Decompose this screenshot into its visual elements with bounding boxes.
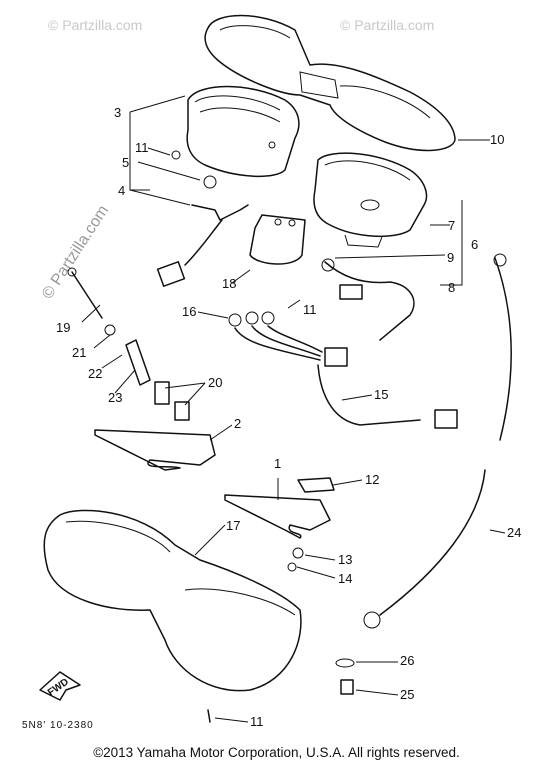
callout-15: 15 (374, 387, 388, 402)
bolt-part-25 (340, 679, 354, 695)
leader-lines (81, 95, 506, 723)
callout-21: 21 (72, 345, 86, 360)
watermark-top-left: © Partzilla.com (48, 17, 142, 33)
bracket-part-2 (94, 429, 216, 471)
callout-3: 3 (114, 105, 121, 120)
callout-7: 7 (448, 218, 455, 233)
callout-11-top: 11 (135, 140, 149, 155)
callout-13: 13 (338, 552, 352, 567)
forward-label: FWD (46, 677, 71, 699)
callout-9: 9 (447, 250, 454, 265)
watermark-vertical: © Partzilla.com (39, 203, 112, 303)
screw-part-11-top (171, 150, 181, 160)
forward-arrow: FWD (39, 671, 81, 701)
callout-12: 12 (365, 472, 379, 487)
callout-25: 25 (400, 687, 414, 702)
callout-2: 2 (234, 416, 241, 431)
callout-18: 18 (222, 276, 236, 291)
cap-part-12 (297, 477, 335, 493)
collar-part-22 (125, 339, 151, 386)
callout-17: 17 (226, 518, 240, 533)
bulb-part-5 (203, 175, 217, 189)
nut-part-14 (287, 562, 297, 572)
callout-6: 6 (471, 237, 478, 252)
tachometer-part-6 (313, 152, 428, 248)
copyright-notice: ©2013 Yamaha Motor Corporation, U.S.A. A… (93, 745, 460, 760)
callout-14: 14 (338, 571, 352, 586)
meter-case-part-17 (43, 509, 302, 692)
meter-cable-part-24 (363, 253, 512, 629)
callout-24: 24 (507, 525, 521, 540)
meter-cover-part-10 (204, 14, 456, 152)
indicator-unit-part-18 (249, 214, 306, 265)
speedometer-part-3 (186, 85, 300, 178)
bolt-part-19 (67, 267, 103, 319)
socket-cord-part-8 (321, 258, 415, 341)
damper-part-20a (154, 381, 170, 405)
callout-11-mid: 11 (303, 302, 317, 317)
damper-part-20b (174, 401, 190, 421)
watermark-top-right: © Partzilla.com (340, 17, 434, 33)
socket-cord-part-4 (156, 204, 249, 287)
bracket-part-1 (224, 494, 331, 539)
callout-5: 5 (122, 155, 129, 170)
callout-labels: 3 11 5 4 10 7 6 9 8 18 16 11 15 19 21 22… (56, 105, 521, 729)
part-code: 5N8' 10-2380 (22, 720, 94, 731)
callout-19: 19 (56, 320, 70, 335)
callout-4: 4 (118, 183, 125, 198)
washer-part-26 (335, 658, 355, 668)
callout-20: 20 (208, 375, 222, 390)
callout-8: 8 (448, 280, 455, 295)
screw-part-11-bottom (207, 709, 211, 723)
washer-part-21 (104, 324, 116, 336)
wire-harness-part-15-16 (228, 311, 458, 429)
callout-11-bottom: 11 (250, 714, 264, 729)
callout-16: 16 (182, 304, 196, 319)
callout-10: 10 (490, 132, 504, 147)
washer-part-13 (292, 547, 304, 559)
callout-23: 23 (108, 390, 122, 405)
callout-1: 1 (274, 456, 281, 471)
callout-26: 26 (400, 653, 414, 668)
callout-22: 22 (88, 366, 102, 381)
